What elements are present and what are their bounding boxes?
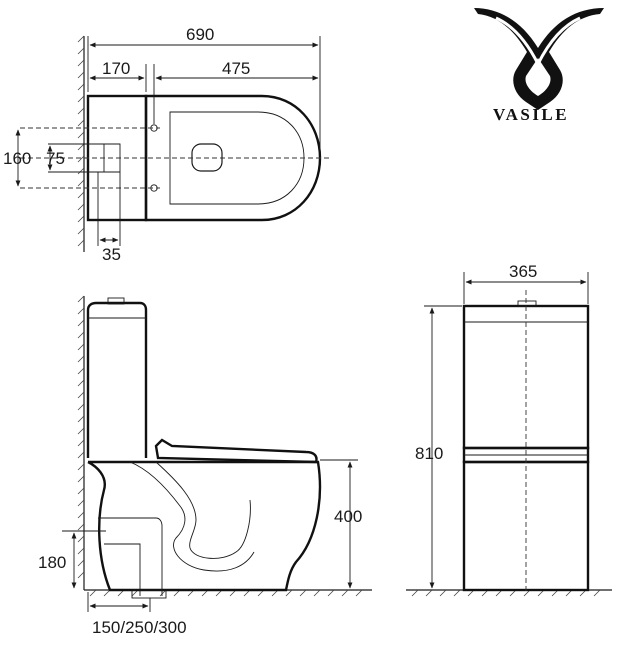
dim-overall-width: 690 <box>186 25 214 44</box>
flush-button-front <box>517 300 537 307</box>
vasile-logo: VASILE <box>474 8 604 124</box>
dim-bowl-height: 400 <box>334 507 362 526</box>
vasile-v-knot-logo-icon <box>474 8 604 110</box>
dim-fixing-spacing: 160 <box>3 149 31 168</box>
seat-lid-side <box>154 438 318 464</box>
outlet-socket-side <box>131 589 167 599</box>
dim-tank-depth: 170 <box>102 59 130 78</box>
trapway-side <box>129 461 255 572</box>
dim-outlet-distance: 150/250/300 <box>92 618 187 637</box>
outlet-pipe-side <box>98 517 163 596</box>
top-view: 690 170 475 160 75 35 <box>3 25 330 264</box>
dim-front-width: 365 <box>509 262 537 281</box>
trapway-inner-side <box>155 461 251 559</box>
flush-button-side <box>107 297 125 305</box>
dim-inlet-height: 180 <box>38 553 66 572</box>
front-view: 365 810 <box>406 262 612 597</box>
tank-outline-side <box>86 301 148 458</box>
dim-outlet-width: 75 <box>46 149 65 168</box>
flush-button-top <box>191 143 223 172</box>
dim-bowl-length: 475 <box>222 59 250 78</box>
bowl-body-side <box>87 460 322 592</box>
dim-total-height: 810 <box>415 444 443 463</box>
wall-hatch-side <box>77 295 85 590</box>
brand-name: VASILE <box>493 105 569 124</box>
side-view: 400 180 150/250/300 <box>38 295 372 637</box>
dim-wall-offset: 35 <box>102 245 121 264</box>
